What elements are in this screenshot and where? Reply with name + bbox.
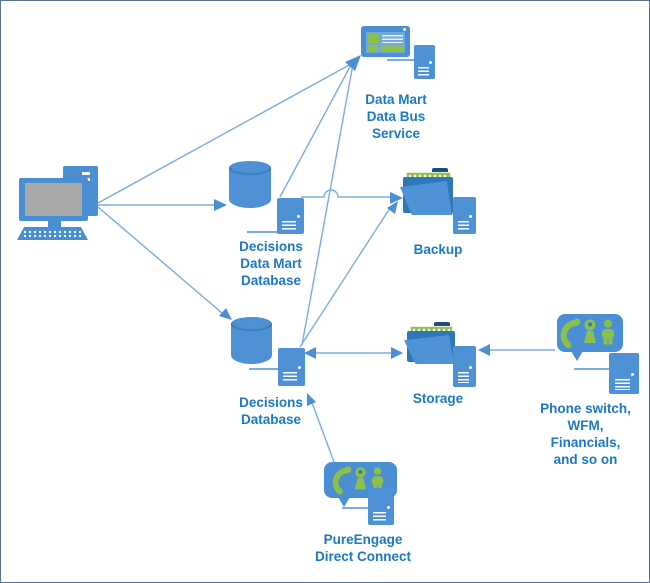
speech-bubble-tail xyxy=(338,497,350,507)
edge-datamartdb-backup xyxy=(301,189,391,198)
monitor-stand-icon xyxy=(48,221,61,229)
arrowhead-backup-horizontal xyxy=(390,192,403,204)
label-backup: Backup xyxy=(413,242,463,257)
window-content xyxy=(366,32,405,53)
label-decisions-database: Decisions Database xyxy=(239,395,303,427)
server-icon xyxy=(453,346,476,387)
tower-slot-icon xyxy=(82,172,91,175)
server-icon xyxy=(368,488,394,525)
phone-robot-person-icon xyxy=(332,466,384,495)
edge-client-busservice xyxy=(97,63,352,204)
arrowhead-busservice xyxy=(345,55,361,71)
folder-icon xyxy=(404,322,457,364)
content-block-icon xyxy=(368,34,379,43)
arrowhead-backup-diagonal xyxy=(387,201,398,214)
content-bar-icon xyxy=(381,45,403,51)
database-cylinder-icon xyxy=(231,317,272,364)
contact-center-icon xyxy=(557,314,623,361)
server-icon xyxy=(277,198,304,234)
arrowhead-phoneswitch-to-storage xyxy=(478,344,490,356)
computer-monitor-icon xyxy=(19,178,88,221)
arrowhead-pureengage-to-decisionsdb xyxy=(307,393,316,406)
window-dot-icon xyxy=(403,28,406,31)
edge-datamartdb-busservice xyxy=(279,62,353,198)
arrowhead-storage-to-decisionsdb xyxy=(304,347,316,359)
app-window-icon xyxy=(361,26,410,57)
speech-bubble-tail xyxy=(571,351,583,361)
label-data-mart-bus-service: Data Mart Data Bus Service xyxy=(365,92,427,141)
arrowheads xyxy=(214,55,490,406)
database-cylinder-icon xyxy=(229,161,271,208)
label-phone-switch: Phone switch, WFM, Financials, and so on xyxy=(540,401,631,467)
folder-icon xyxy=(400,168,455,215)
edge-pureengage-decisionsdb xyxy=(310,399,335,463)
edge-decisionsdb-busservice xyxy=(301,63,354,346)
arrowhead-decisionsdb-to-storage xyxy=(391,347,403,359)
server-icon xyxy=(414,45,435,79)
server-icon xyxy=(278,348,305,386)
server-icon xyxy=(609,353,639,394)
server-icon xyxy=(453,197,476,234)
cylinder-top xyxy=(229,161,271,175)
cylinder-top xyxy=(231,317,272,331)
edge-decisionsdb-backup xyxy=(299,207,391,348)
arrowhead-datamartdb xyxy=(214,199,227,211)
monitor-screen xyxy=(25,183,82,216)
arrowhead-decisionsdb xyxy=(219,308,232,320)
label-pure-engage: PureEngage Direct Connect xyxy=(314,532,412,564)
content-block-icon xyxy=(368,45,377,51)
content-text-lines-icon xyxy=(382,35,403,43)
keyboard-icon xyxy=(17,227,88,240)
phone-robot-person-icon xyxy=(560,318,614,349)
edge-client-decisionsdb xyxy=(97,206,223,314)
label-storage: Storage xyxy=(412,391,464,406)
contact-center-icon xyxy=(324,462,397,507)
label-decisions-data-mart-database: Decisions Data Mart Database xyxy=(239,239,303,288)
